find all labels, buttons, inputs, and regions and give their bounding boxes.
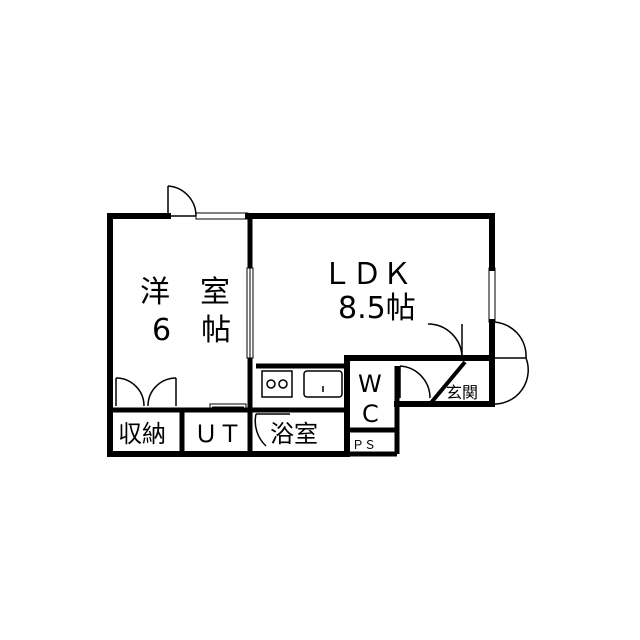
wc-label-w: W [358, 370, 382, 398]
closet-doors [115, 377, 177, 407]
storage-label: 収納 [118, 420, 166, 448]
bath-label: 浴室 [270, 420, 318, 448]
ps-label: ＰＳ [352, 438, 376, 452]
bath-door [254, 413, 290, 447]
window-right-ldk [488, 267, 496, 323]
western-room-name: 洋 室 [140, 275, 230, 310]
wc-door [399, 365, 431, 399]
window-top-western [195, 212, 249, 220]
ldk-door [427, 323, 463, 359]
ldk-name: ＬＤＫ [322, 257, 412, 292]
entrance-label: 玄関 [446, 383, 478, 402]
partition-slider [246, 267, 254, 359]
western-room-size: 6 帖 [152, 313, 231, 348]
wc-label-c: C [362, 400, 379, 428]
ut-door [209, 403, 247, 411]
kitchen-counter [261, 370, 343, 398]
ldk-size: 8.5帖 [338, 291, 416, 326]
ut-label: ＵＴ [194, 420, 242, 448]
entrance-door [491, 321, 529, 405]
door-western-top [167, 185, 197, 217]
entrance-step [428, 360, 467, 406]
outer-walls [107, 213, 495, 457]
